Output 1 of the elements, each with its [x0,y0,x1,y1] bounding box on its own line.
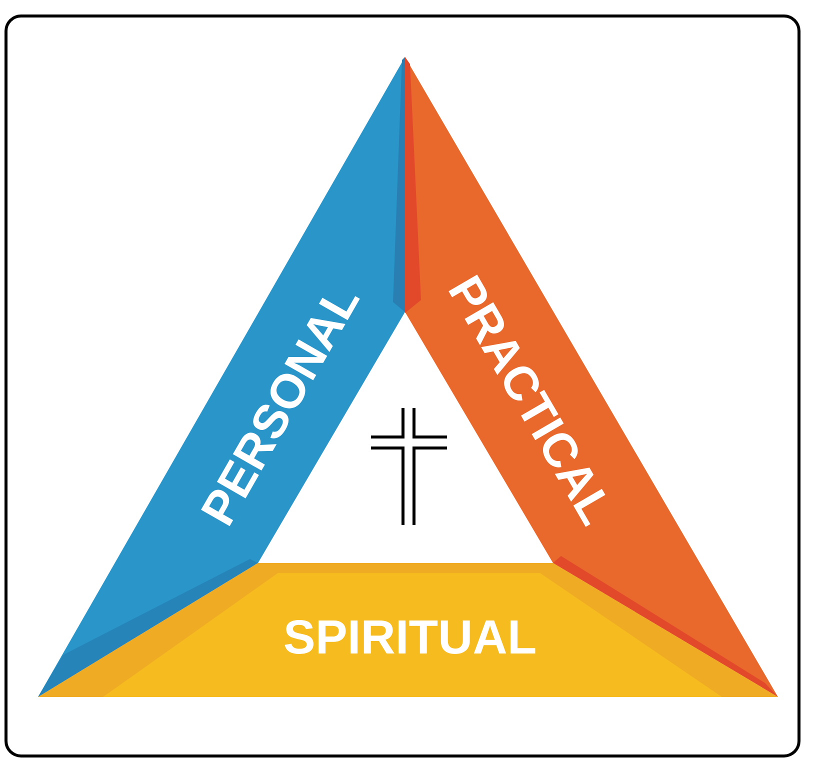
triangle-band: SPIRITUAL [38,562,778,697]
